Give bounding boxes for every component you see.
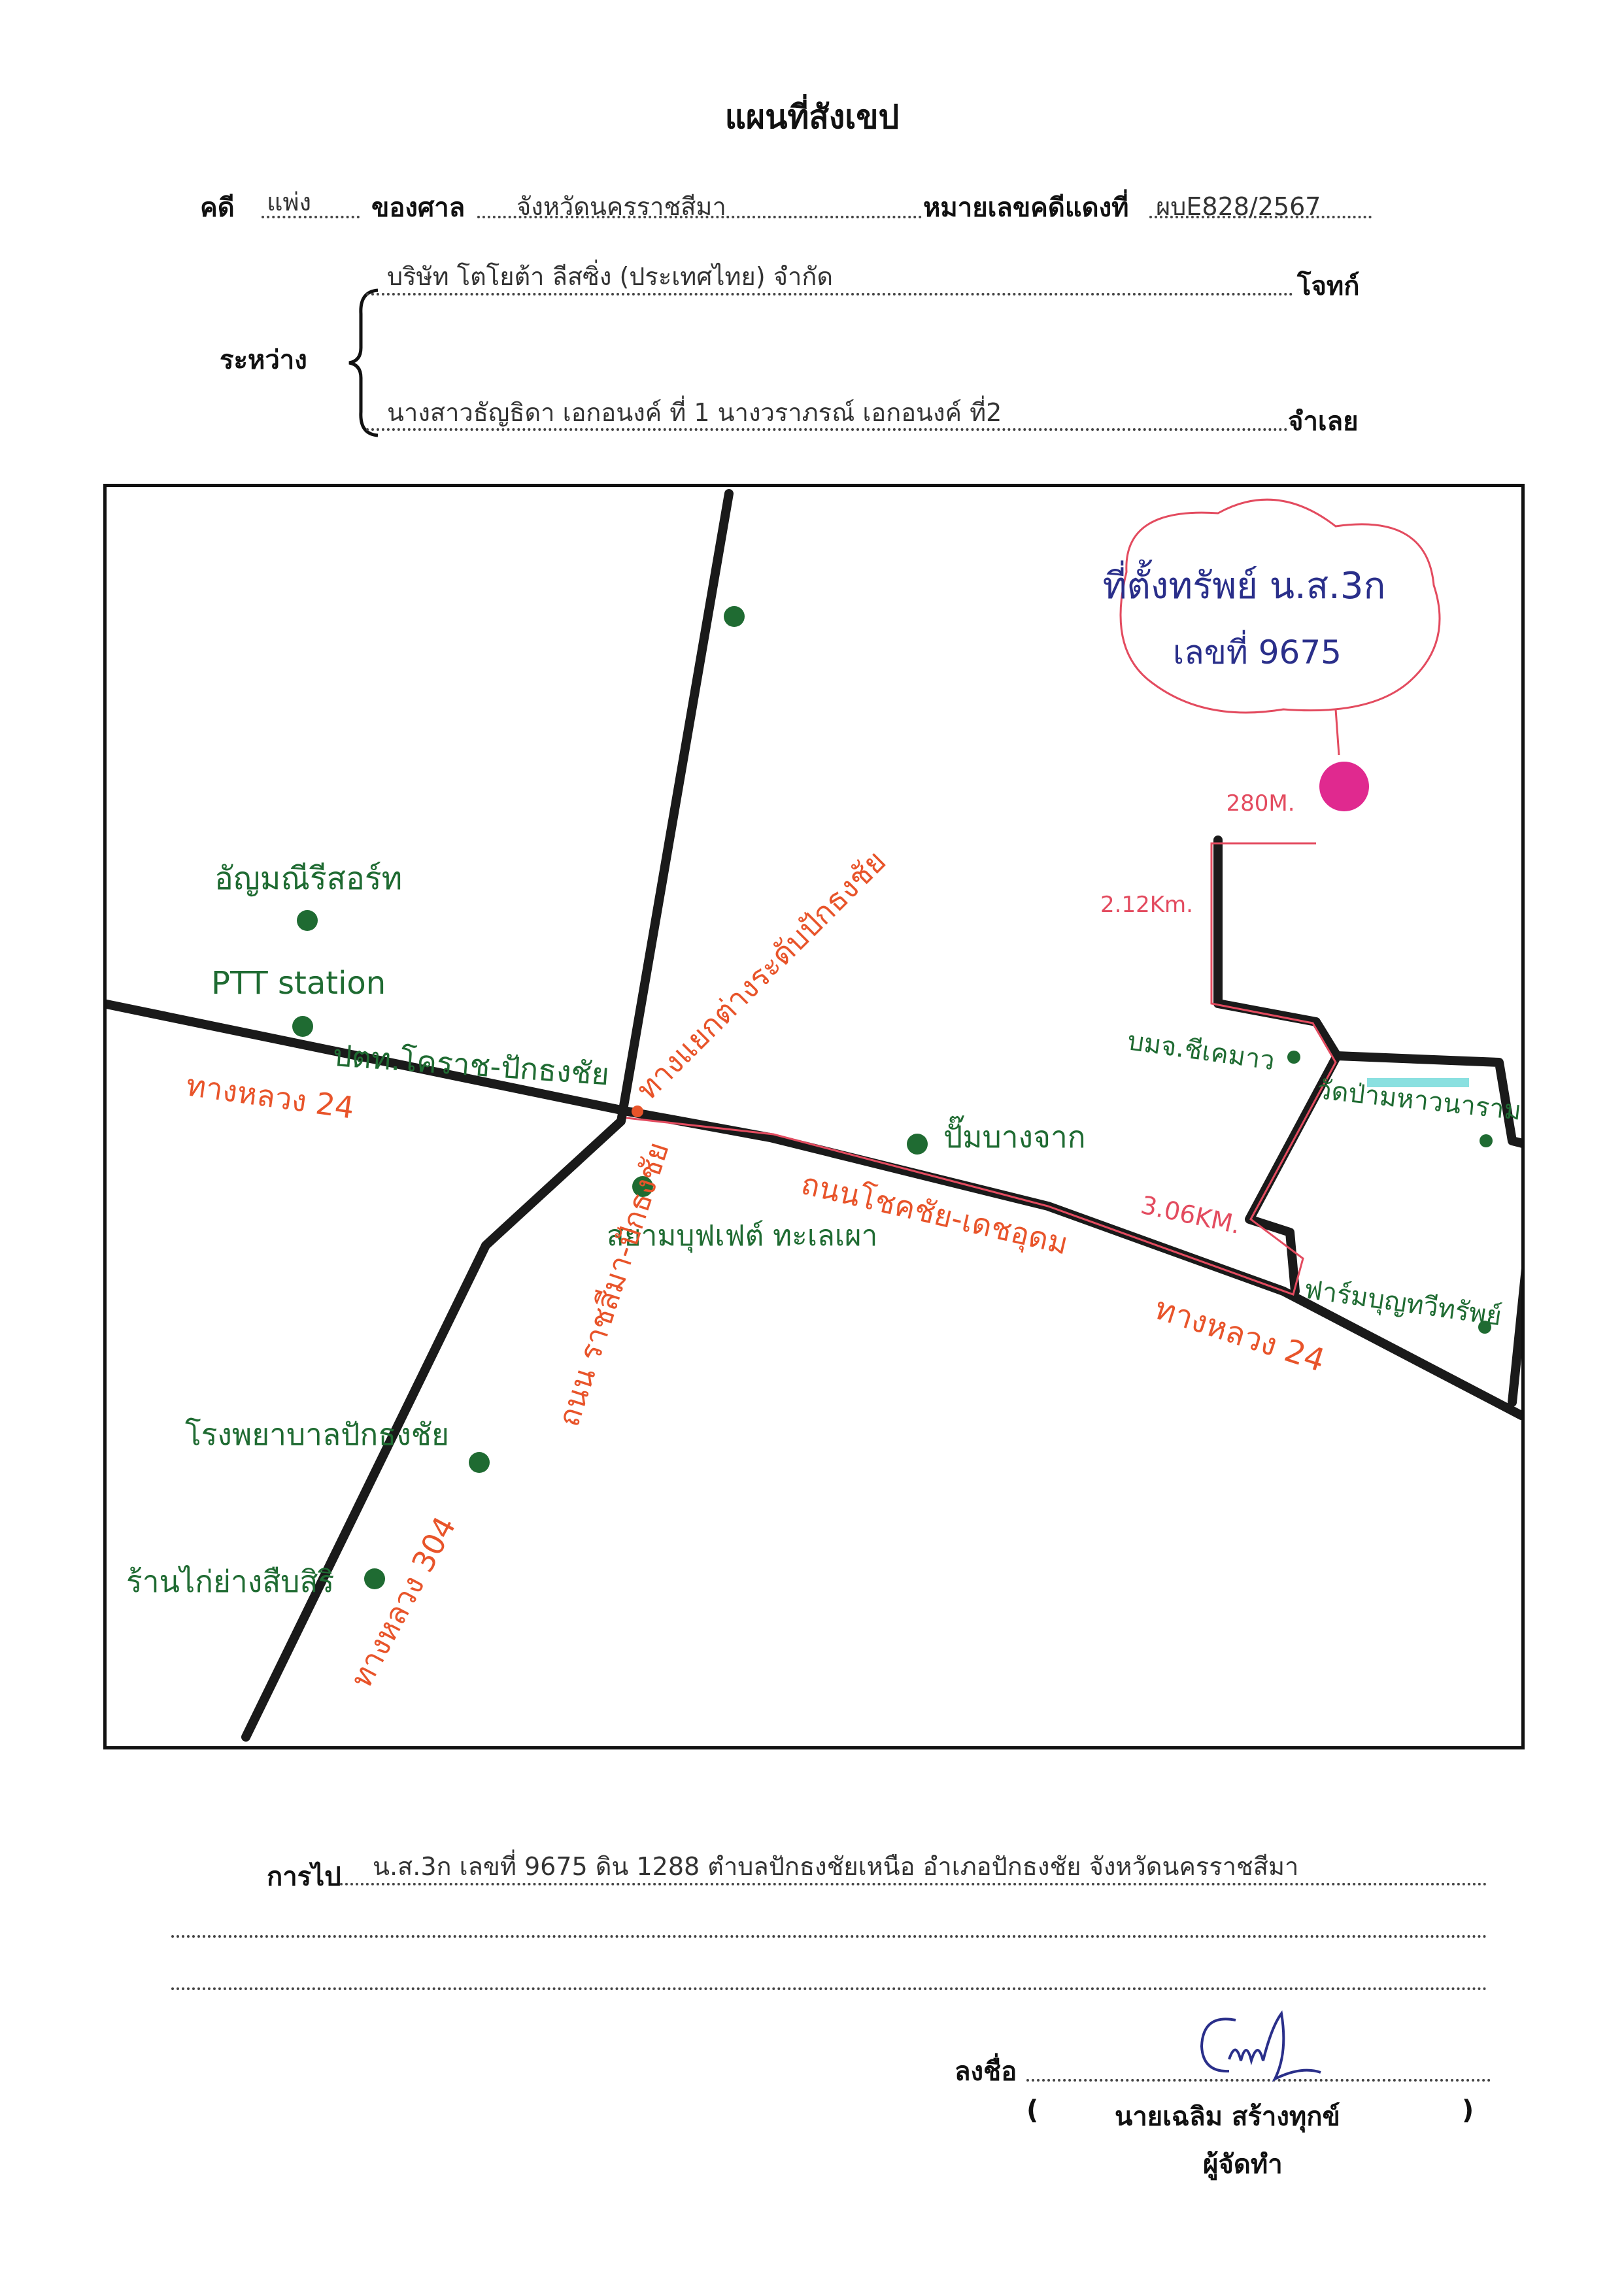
page-title: แผนที่สังเขป xyxy=(724,98,900,136)
plaintiff-role: โจทก์ xyxy=(1297,271,1360,301)
case-label: คดี xyxy=(200,193,235,223)
target-marker xyxy=(1319,762,1369,811)
court-name: จังหวัดนครราชสีมา xyxy=(516,192,726,221)
between-label: ระหว่าง xyxy=(220,345,307,375)
sign-label: ลงชื่อ xyxy=(955,2057,1017,2087)
landmark-dot-ptt xyxy=(292,1016,313,1037)
sign-dots xyxy=(1026,2079,1491,2082)
defendant-role: จำเลย xyxy=(1288,407,1359,437)
signer-role: ผู้จัดทำ xyxy=(1203,2150,1283,2180)
label-school: บมจ.ชีเคมาว xyxy=(1126,1026,1277,1076)
label-ptt-en: PTT station xyxy=(211,965,386,1002)
plaintiff-name: บริษัท โตโยต้า ลีสซิ่ง (ประเทศไทย) จำกัด xyxy=(387,262,834,291)
label-hwy304: ทางหลวง 304 xyxy=(343,1511,463,1694)
red-case-label: หมายเลขคดีแดงที่ xyxy=(923,193,1129,223)
landmark-dot-siam-buffet xyxy=(632,1176,653,1197)
route-line xyxy=(626,842,1337,1296)
label-farm: ฟาร์มบุญทวีทรัพย์ xyxy=(1302,1274,1503,1332)
label-intersection: ทางแยกต่างระดับปักธงชัย xyxy=(630,843,893,1107)
directions-dots-1 xyxy=(340,1883,1487,1885)
sketch-map: ที่ตั้งทรัพย์ น.ส.3ก เลขที่ 9675 280M. 2… xyxy=(99,489,1543,1742)
distance-212km: 2.12Km. xyxy=(1100,892,1193,918)
intersection-marker xyxy=(632,1106,643,1117)
wat-highlight xyxy=(1367,1078,1469,1087)
label-hospital: โรงพยาบาลปักธงชัย xyxy=(185,1417,449,1452)
north-south-road xyxy=(241,489,734,1742)
directions-dots-3 xyxy=(171,1987,1487,1990)
landmark-dot-school xyxy=(1287,1051,1300,1064)
plaintiff-dots xyxy=(366,293,1293,295)
label-kaiyang: ร้านไก่ย่างสืบสิริ xyxy=(126,1564,334,1599)
court-label: ของศาล xyxy=(371,193,465,223)
signer-name: นายเฉลิม สร้างทุกข์ xyxy=(1115,2102,1340,2132)
case-type: แพ่ง xyxy=(267,188,312,216)
distance-280m: 280M. xyxy=(1226,790,1294,817)
landmark-dot-farm xyxy=(1478,1321,1491,1334)
signature xyxy=(1200,2010,1321,2082)
defendant-dots xyxy=(366,428,1288,431)
red-case-number: ผบE828/2567 xyxy=(1156,192,1321,221)
callout-line1: ที่ตั้งทรัพย์ น.ส.3ก xyxy=(1103,560,1386,607)
paren-open: ( xyxy=(1026,2095,1039,2125)
callout-bubble xyxy=(1119,498,1441,714)
red-case-dots xyxy=(1149,216,1372,218)
label-bangjak: ปั๊มบางจาก xyxy=(943,1115,1086,1155)
highway-24-road xyxy=(99,999,1526,1420)
distance-306km: 3.06KM. xyxy=(1138,1190,1243,1240)
case-type-dots xyxy=(262,216,360,218)
callout-line2: เลขที่ 9675 xyxy=(1173,630,1342,671)
directions-text: น.ส.3ก เลขที่ 9675 ดิน 1288 ตำบลปักธงชัย… xyxy=(373,1852,1299,1881)
landmark-dot-north xyxy=(724,606,745,627)
defendant-name: นางสาวธัญธิดา เอกอนงค์ ที่ 1 นางวราภรณ์ … xyxy=(387,398,1002,427)
directions-dots-2 xyxy=(171,1935,1487,1938)
court-name-dots xyxy=(477,216,922,218)
brace-icon xyxy=(348,288,379,437)
landmark-dot-anyamanee xyxy=(297,910,318,931)
landmark-dot-hospital xyxy=(469,1452,490,1473)
label-siam-buffet: สยามบุฟเฟต์ ทะเลเผา xyxy=(607,1219,877,1253)
label-ptt-th: ปตท.โคราช-ปักธงชัย xyxy=(331,1038,610,1092)
landmark-dot-kaiyang xyxy=(364,1568,385,1589)
label-anyamanee: อัญมณีรีสอร์ท xyxy=(214,860,402,897)
callout-pointer xyxy=(1334,709,1340,756)
directions-label: การไป xyxy=(267,1862,341,1892)
map-frame: ที่ตั้งทรัพย์ น.ส.3ก เลขที่ 9675 280M. 2… xyxy=(99,484,1543,1749)
label-ratchasima-road: ถนน ราชสีมา-ปักธงชัย xyxy=(550,1138,676,1430)
landmark-dot-wat xyxy=(1480,1134,1493,1147)
paren-close: ) xyxy=(1462,2095,1474,2125)
landmark-dot-bangjak xyxy=(907,1134,928,1155)
label-hwy24-left: ทางหลวง 24 xyxy=(184,1067,356,1125)
